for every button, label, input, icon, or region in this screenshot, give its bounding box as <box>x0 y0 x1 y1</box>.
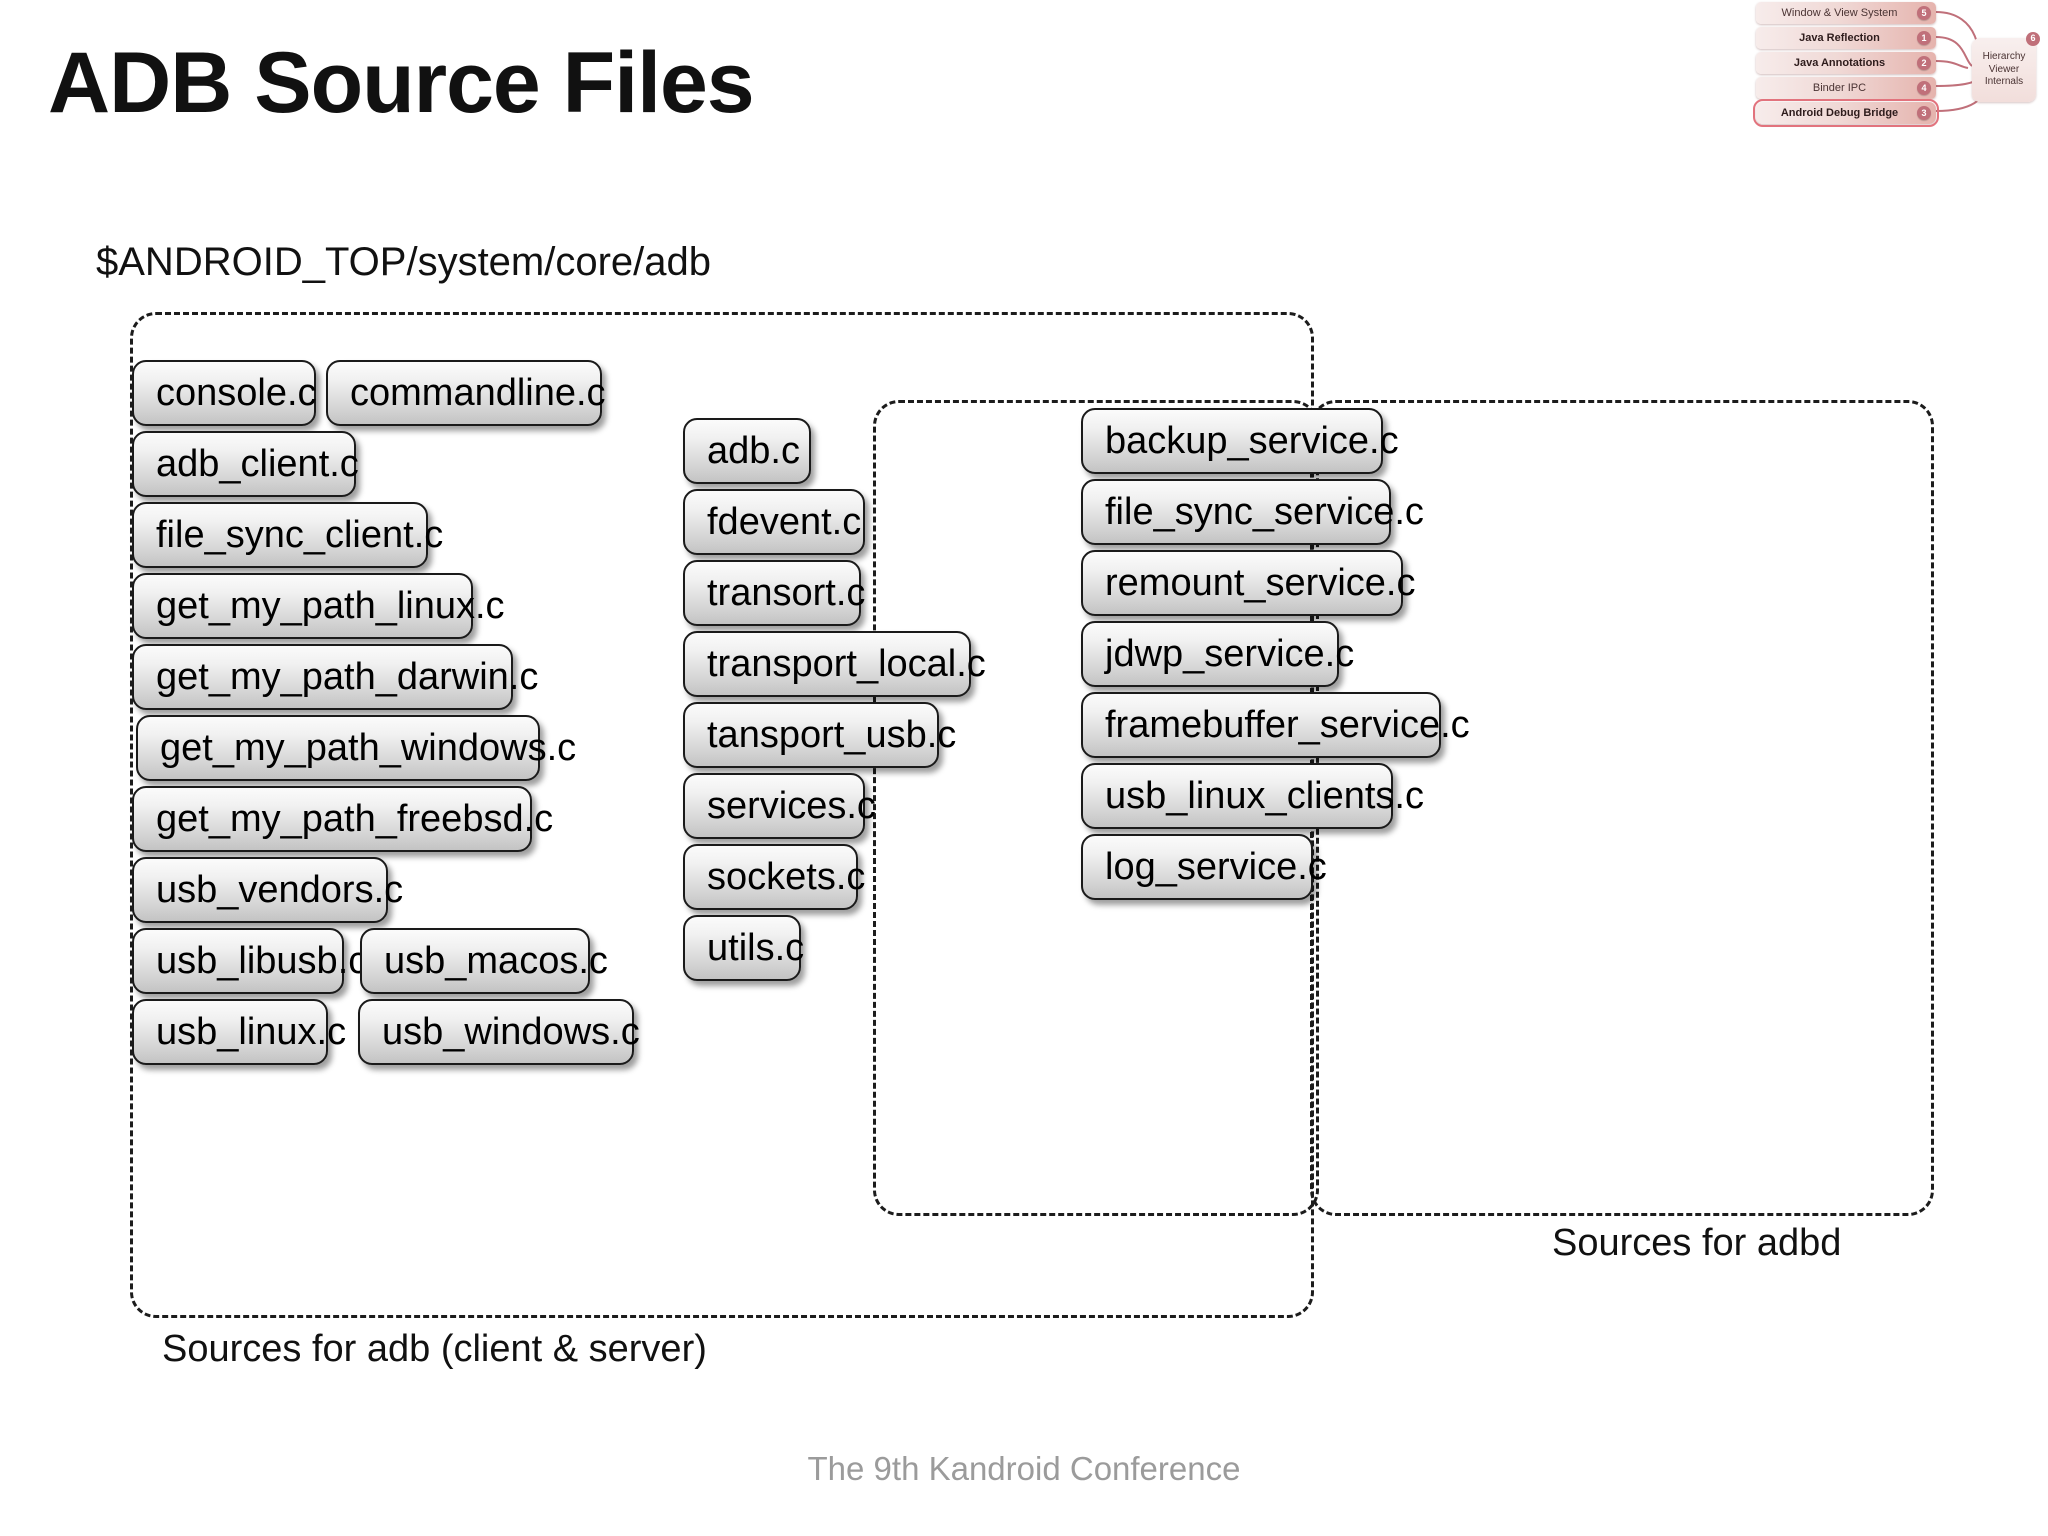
file-chip-label: get_my_path_windows.c <box>160 726 577 769</box>
agenda-row-binder-ipc: Binder IPC 4 <box>1756 77 1936 99</box>
file-chip-label: sockets.c <box>707 855 866 898</box>
file-chip[interactable]: commandline.c <box>326 360 606 426</box>
agenda-node-badge: 6 <box>2026 32 2040 46</box>
file-chip[interactable]: log_service.c <box>1081 834 1327 900</box>
file-chip-label: file_sync_service.c <box>1105 490 1424 533</box>
agenda-row-window-view-system: Window & View System 5 <box>1756 2 1936 24</box>
file-chip[interactable]: get_my_path_darwin.c <box>132 644 538 710</box>
file-chip-label: usb_windows.c <box>382 1010 640 1053</box>
file-chip[interactable]: remount_service.c <box>1081 550 1415 616</box>
file-chip[interactable]: sockets.c <box>683 844 865 910</box>
agenda-node-line2: Viewer <box>1988 63 2020 75</box>
file-chip[interactable]: fdevent.c <box>683 489 865 555</box>
agenda-row-label: Android Debug Bridge <box>1780 107 1899 119</box>
file-chip-label: get_my_path_darwin.c <box>156 655 539 698</box>
file-chip-label: usb_vendors.c <box>156 868 404 911</box>
file-chip[interactable]: usb_libusb.c <box>132 928 367 994</box>
agenda-thumbnail: Window & View System 5 Java Reflection 1… <box>1750 0 2042 165</box>
file-chip[interactable]: backup_service.c <box>1081 408 1399 474</box>
agenda-row-label: Java Reflection <box>1799 32 1880 44</box>
file-chip-label: utils.c <box>707 926 805 969</box>
agenda-row-badge: 2 <box>1917 56 1931 70</box>
file-chip[interactable]: usb_windows.c <box>358 999 640 1065</box>
file-chip[interactable]: jdwp_service.c <box>1081 621 1354 687</box>
file-chip-label: get_my_path_linux.c <box>156 584 505 627</box>
agenda-node-line1: Hierarchy <box>1982 51 2026 63</box>
file-chip[interactable]: framebuffer_service.c <box>1081 692 1470 758</box>
file-chip[interactable]: transport_local.c <box>683 631 986 697</box>
file-chip-label: commandline.c <box>350 371 606 414</box>
file-chip[interactable]: services.c <box>683 773 876 839</box>
file-chip-label: log_service.c <box>1105 845 1327 888</box>
file-chip[interactable]: get_my_path_windows.c <box>136 715 576 781</box>
group-caption-adb: Sources for adb (client & server) <box>162 1328 707 1370</box>
agenda-row-android-debug-bridge: Android Debug Bridge 3 <box>1753 99 1939 127</box>
agenda-row-java-reflection: Java Reflection 1 <box>1756 27 1936 49</box>
file-chip[interactable]: usb_linux_clients.c <box>1081 763 1424 829</box>
file-chip[interactable]: adb.c <box>683 418 811 484</box>
file-chip-label: file_sync_client.c <box>156 513 444 556</box>
file-chip[interactable]: usb_macos.c <box>360 928 608 994</box>
file-chip[interactable]: file_sync_service.c <box>1081 479 1424 545</box>
file-chip[interactable]: usb_vendors.c <box>132 857 403 923</box>
file-chip[interactable]: get_my_path_linux.c <box>132 573 505 639</box>
file-chip-label: services.c <box>707 784 876 827</box>
file-chip[interactable]: usb_linux.c <box>132 999 346 1065</box>
slide-footer: The 9th Kandroid Conference <box>807 1450 1241 1487</box>
file-chip-label: usb_macos.c <box>384 939 608 982</box>
file-chip-label: usb_linux_clients.c <box>1105 774 1424 817</box>
agenda-row-badge: 1 <box>1917 31 1931 45</box>
file-chip-label: console.c <box>156 371 317 414</box>
file-chip[interactable]: tansport_usb.c <box>683 702 956 768</box>
file-chip-label: tansport_usb.c <box>707 713 957 756</box>
agenda-node-line3: Internals <box>1984 76 2024 88</box>
file-chip-label: fdevent.c <box>707 500 862 543</box>
file-chip-label: transort.c <box>707 571 866 614</box>
file-chip[interactable]: adb_client.c <box>132 431 359 497</box>
file-chip-label: adb_client.c <box>156 442 359 485</box>
file-chip-label: jdwp_service.c <box>1105 632 1355 675</box>
file-chip[interactable]: utils.c <box>683 915 805 981</box>
agenda-row-badge: 4 <box>1917 81 1931 95</box>
agenda-node-hierarchy-viewer-internals: Hierarchy Viewer Internals 6 <box>1972 32 2040 102</box>
file-chip-label: usb_linux.c <box>156 1010 347 1053</box>
source-path-label: $ANDROID_TOP/system/core/adb <box>96 240 712 284</box>
file-chip-label: remount_service.c <box>1105 561 1416 604</box>
agenda-row-label: Window & View System <box>1781 7 1898 19</box>
agenda-row-label: Binder IPC <box>1812 82 1867 94</box>
file-chip-label: adb.c <box>707 429 800 472</box>
agenda-row-java-annotations: Java Annotations 2 <box>1756 52 1936 74</box>
file-chip[interactable]: transort.c <box>683 560 865 626</box>
file-chip-label: usb_libusb.c <box>156 939 368 982</box>
file-chip-label: framebuffer_service.c <box>1105 703 1470 746</box>
file-chip-label: backup_service.c <box>1105 419 1399 462</box>
agenda-row-badge: 5 <box>1917 6 1931 20</box>
agenda-row-badge: 3 <box>1917 106 1931 120</box>
file-chip[interactable]: console.c <box>132 360 317 426</box>
file-chip-label: transport_local.c <box>707 642 986 685</box>
page-title: ADB Source Files <box>48 35 755 131</box>
group-caption-adbd: Sources for adbd <box>1552 1222 1842 1264</box>
file-chip[interactable]: get_my_path_freebsd.c <box>132 786 553 852</box>
agenda-row-label: Java Annotations <box>1793 57 1886 69</box>
file-chip-label: get_my_path_freebsd.c <box>156 797 554 840</box>
file-chip[interactable]: file_sync_client.c <box>132 502 443 568</box>
